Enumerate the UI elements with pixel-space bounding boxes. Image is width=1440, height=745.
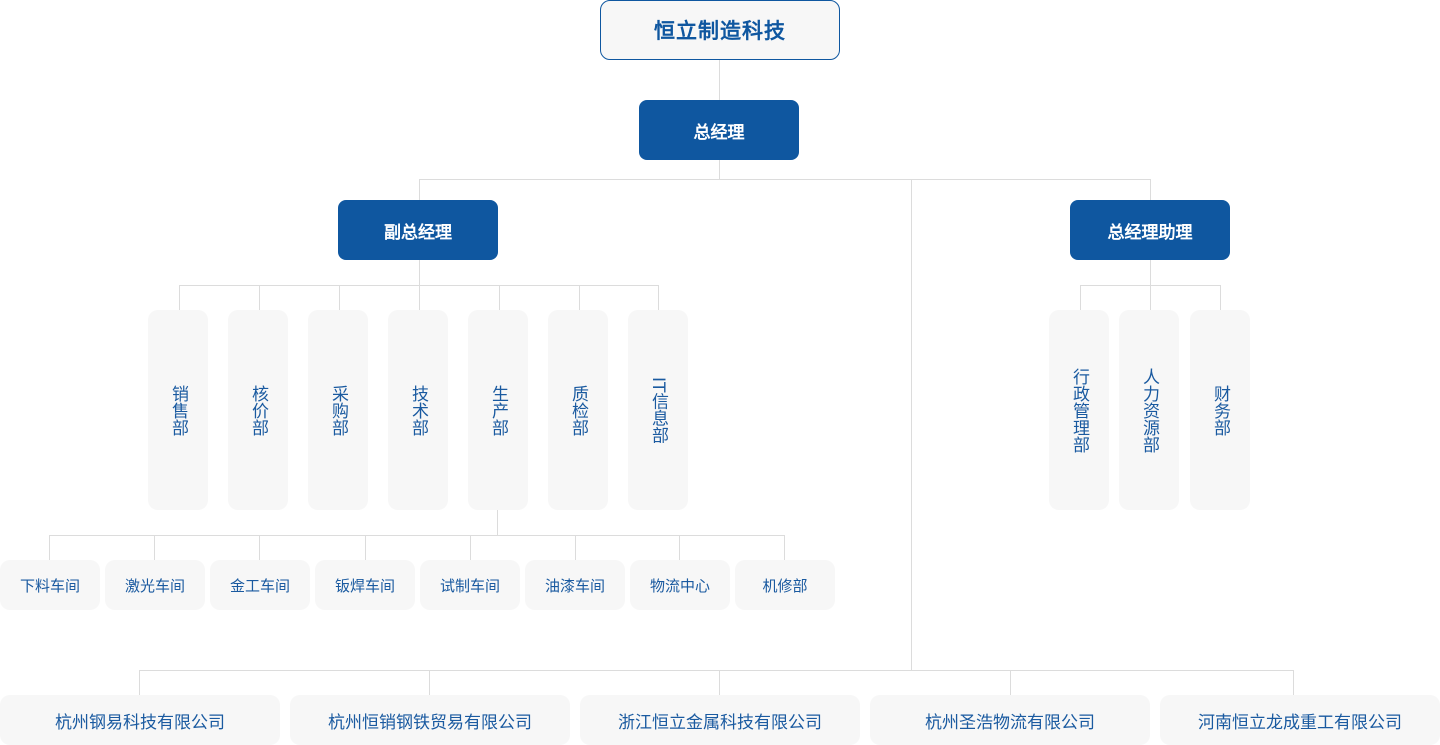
node-label: 钣焊车间 bbox=[334, 576, 395, 595]
connector-shop-4 bbox=[470, 535, 471, 560]
node-label: 采购部 bbox=[328, 384, 348, 436]
node-general-manager[interactable]: 总经理 bbox=[639, 100, 799, 160]
connector-dept-4 bbox=[499, 285, 500, 310]
node-workshop-maintenance[interactable]: 机修部 bbox=[735, 560, 835, 610]
node-label: 技术部 bbox=[408, 384, 428, 436]
node-label: 行政管理部 bbox=[1069, 367, 1089, 453]
node-label: 金工车间 bbox=[229, 576, 290, 595]
node-workshop-logistics[interactable]: 物流中心 bbox=[630, 560, 730, 610]
connector-dept-0 bbox=[179, 285, 180, 310]
connector-root-gm bbox=[719, 60, 720, 100]
node-company-root[interactable]: 恒立制造科技 bbox=[600, 0, 840, 60]
connector-to-subsidiaries bbox=[911, 179, 912, 671]
connector-shop-0 bbox=[49, 535, 50, 560]
connector-subsidiary-branch bbox=[139, 670, 1294, 671]
node-subsidiary-2[interactable]: 浙江恒立金属科技有限公司 bbox=[580, 695, 860, 745]
connector-dept-2 bbox=[339, 285, 340, 310]
node-subsidiary-3[interactable]: 杭州圣浩物流有限公司 bbox=[870, 695, 1150, 745]
node-label: 物流中心 bbox=[649, 576, 710, 595]
connector-adept-0 bbox=[1080, 285, 1081, 310]
node-dept-pricing[interactable]: 核价部 bbox=[228, 310, 288, 510]
node-label: 激光车间 bbox=[124, 576, 185, 595]
node-label: 质检部 bbox=[568, 384, 588, 436]
connector-dept-5 bbox=[579, 285, 580, 310]
connector-production-down bbox=[497, 510, 498, 535]
connector-shop-5 bbox=[575, 535, 576, 560]
node-dept-finance[interactable]: 财务部 bbox=[1190, 310, 1250, 510]
connector-comp-2 bbox=[719, 670, 720, 695]
node-subsidiary-1[interactable]: 杭州恒销钢铁贸易有限公司 bbox=[290, 695, 570, 745]
connector-shop-7 bbox=[784, 535, 785, 560]
node-label: 杭州圣浩物流有限公司 bbox=[925, 712, 1095, 733]
node-dept-purchasing[interactable]: 采购部 bbox=[308, 310, 368, 510]
connector-shop-2 bbox=[259, 535, 260, 560]
node-label: 油漆车间 bbox=[544, 576, 605, 595]
node-workshop-painting[interactable]: 油漆车间 bbox=[525, 560, 625, 610]
node-label: 河南恒立龙成重工有限公司 bbox=[1198, 712, 1402, 733]
connector-assistant-down bbox=[1150, 260, 1151, 285]
node-label: 副总经理 bbox=[384, 222, 452, 243]
node-subsidiary-4[interactable]: 河南恒立龙成重工有限公司 bbox=[1160, 695, 1440, 745]
connector-deputy-down bbox=[419, 260, 420, 285]
node-deputy-general-manager[interactable]: 副总经理 bbox=[338, 200, 498, 260]
node-dept-it[interactable]: IT信息部 bbox=[628, 310, 688, 510]
node-label: 试制车间 bbox=[439, 576, 500, 595]
node-workshop-laser[interactable]: 激光车间 bbox=[105, 560, 205, 610]
connector-comp-1 bbox=[429, 670, 430, 695]
connector-dept-1 bbox=[259, 285, 260, 310]
node-label: 浙江恒立金属科技有限公司 bbox=[618, 712, 822, 733]
node-label: 恒立制造科技 bbox=[654, 19, 786, 43]
node-label: 生产部 bbox=[488, 384, 508, 436]
connector-comp-0 bbox=[139, 670, 140, 695]
node-subsidiary-0[interactable]: 杭州钢易科技有限公司 bbox=[0, 695, 280, 745]
connector-shop-1 bbox=[154, 535, 155, 560]
node-dept-quality[interactable]: 质检部 bbox=[548, 310, 608, 510]
connector-shop-6 bbox=[679, 535, 680, 560]
node-workshop-trial[interactable]: 试制车间 bbox=[420, 560, 520, 610]
connector-dept-6 bbox=[658, 285, 659, 310]
connector-adept-1 bbox=[1150, 285, 1151, 310]
node-dept-production[interactable]: 生产部 bbox=[468, 310, 528, 510]
node-label: 下料车间 bbox=[19, 576, 80, 595]
node-workshop-blanking[interactable]: 下料车间 bbox=[0, 560, 100, 610]
node-workshop-metalwork[interactable]: 金工车间 bbox=[210, 560, 310, 610]
connector-comp-3 bbox=[1010, 670, 1011, 695]
node-dept-hr[interactable]: 人力资源部 bbox=[1119, 310, 1179, 510]
node-dept-sales[interactable]: 销售部 bbox=[148, 310, 208, 510]
node-dept-technology[interactable]: 技术部 bbox=[388, 310, 448, 510]
connector-dept-3 bbox=[419, 285, 420, 310]
node-label: 总经理助理 bbox=[1107, 222, 1193, 243]
connector-gm-branch bbox=[419, 179, 1151, 180]
connector-adept-2 bbox=[1220, 285, 1221, 310]
node-label: 销售部 bbox=[168, 384, 188, 436]
node-label: 总经理 bbox=[693, 122, 745, 143]
node-label: 人力资源部 bbox=[1139, 367, 1159, 453]
connector-workshop-branch bbox=[49, 535, 785, 536]
node-assistant-general-manager[interactable]: 总经理助理 bbox=[1070, 200, 1230, 260]
node-label: 财务部 bbox=[1210, 384, 1230, 436]
node-label: 机修部 bbox=[762, 576, 808, 595]
connector-comp-4 bbox=[1293, 670, 1294, 695]
node-label: 杭州恒销钢铁贸易有限公司 bbox=[328, 712, 532, 733]
node-label: 核价部 bbox=[248, 384, 268, 436]
connector-to-deputy bbox=[419, 179, 420, 200]
connector-shop-3 bbox=[365, 535, 366, 560]
node-label: IT信息部 bbox=[648, 376, 668, 444]
connector-to-assistant bbox=[1150, 179, 1151, 200]
node-dept-administration[interactable]: 行政管理部 bbox=[1049, 310, 1109, 510]
node-workshop-sheet-welding[interactable]: 钣焊车间 bbox=[315, 560, 415, 610]
connector-gm-down bbox=[719, 160, 720, 180]
node-label: 杭州钢易科技有限公司 bbox=[55, 712, 225, 733]
